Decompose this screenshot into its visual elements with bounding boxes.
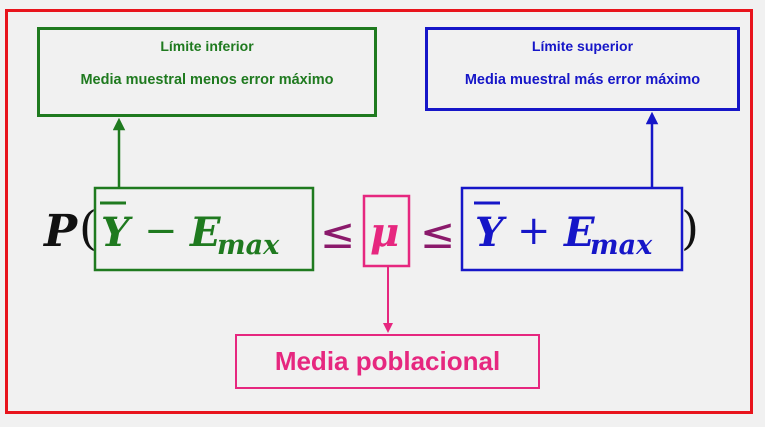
lower-limit-box: Límite inferior Media muestral menos err…	[37, 27, 377, 117]
population-mean-box: Media poblacional	[235, 334, 540, 389]
upper-limit-description: Media muestral más error máximo	[464, 72, 701, 88]
upper-limit-box: Límite superior Media muestral más error…	[425, 27, 740, 111]
lower-limit-description: Media muestral menos error máximo	[80, 72, 334, 88]
outer-frame	[5, 9, 753, 414]
lower-limit-title: Límite inferior	[160, 38, 254, 54]
upper-limit-title: Límite superior	[531, 38, 634, 54]
population-mean-label: Media poblacional	[274, 346, 501, 376]
